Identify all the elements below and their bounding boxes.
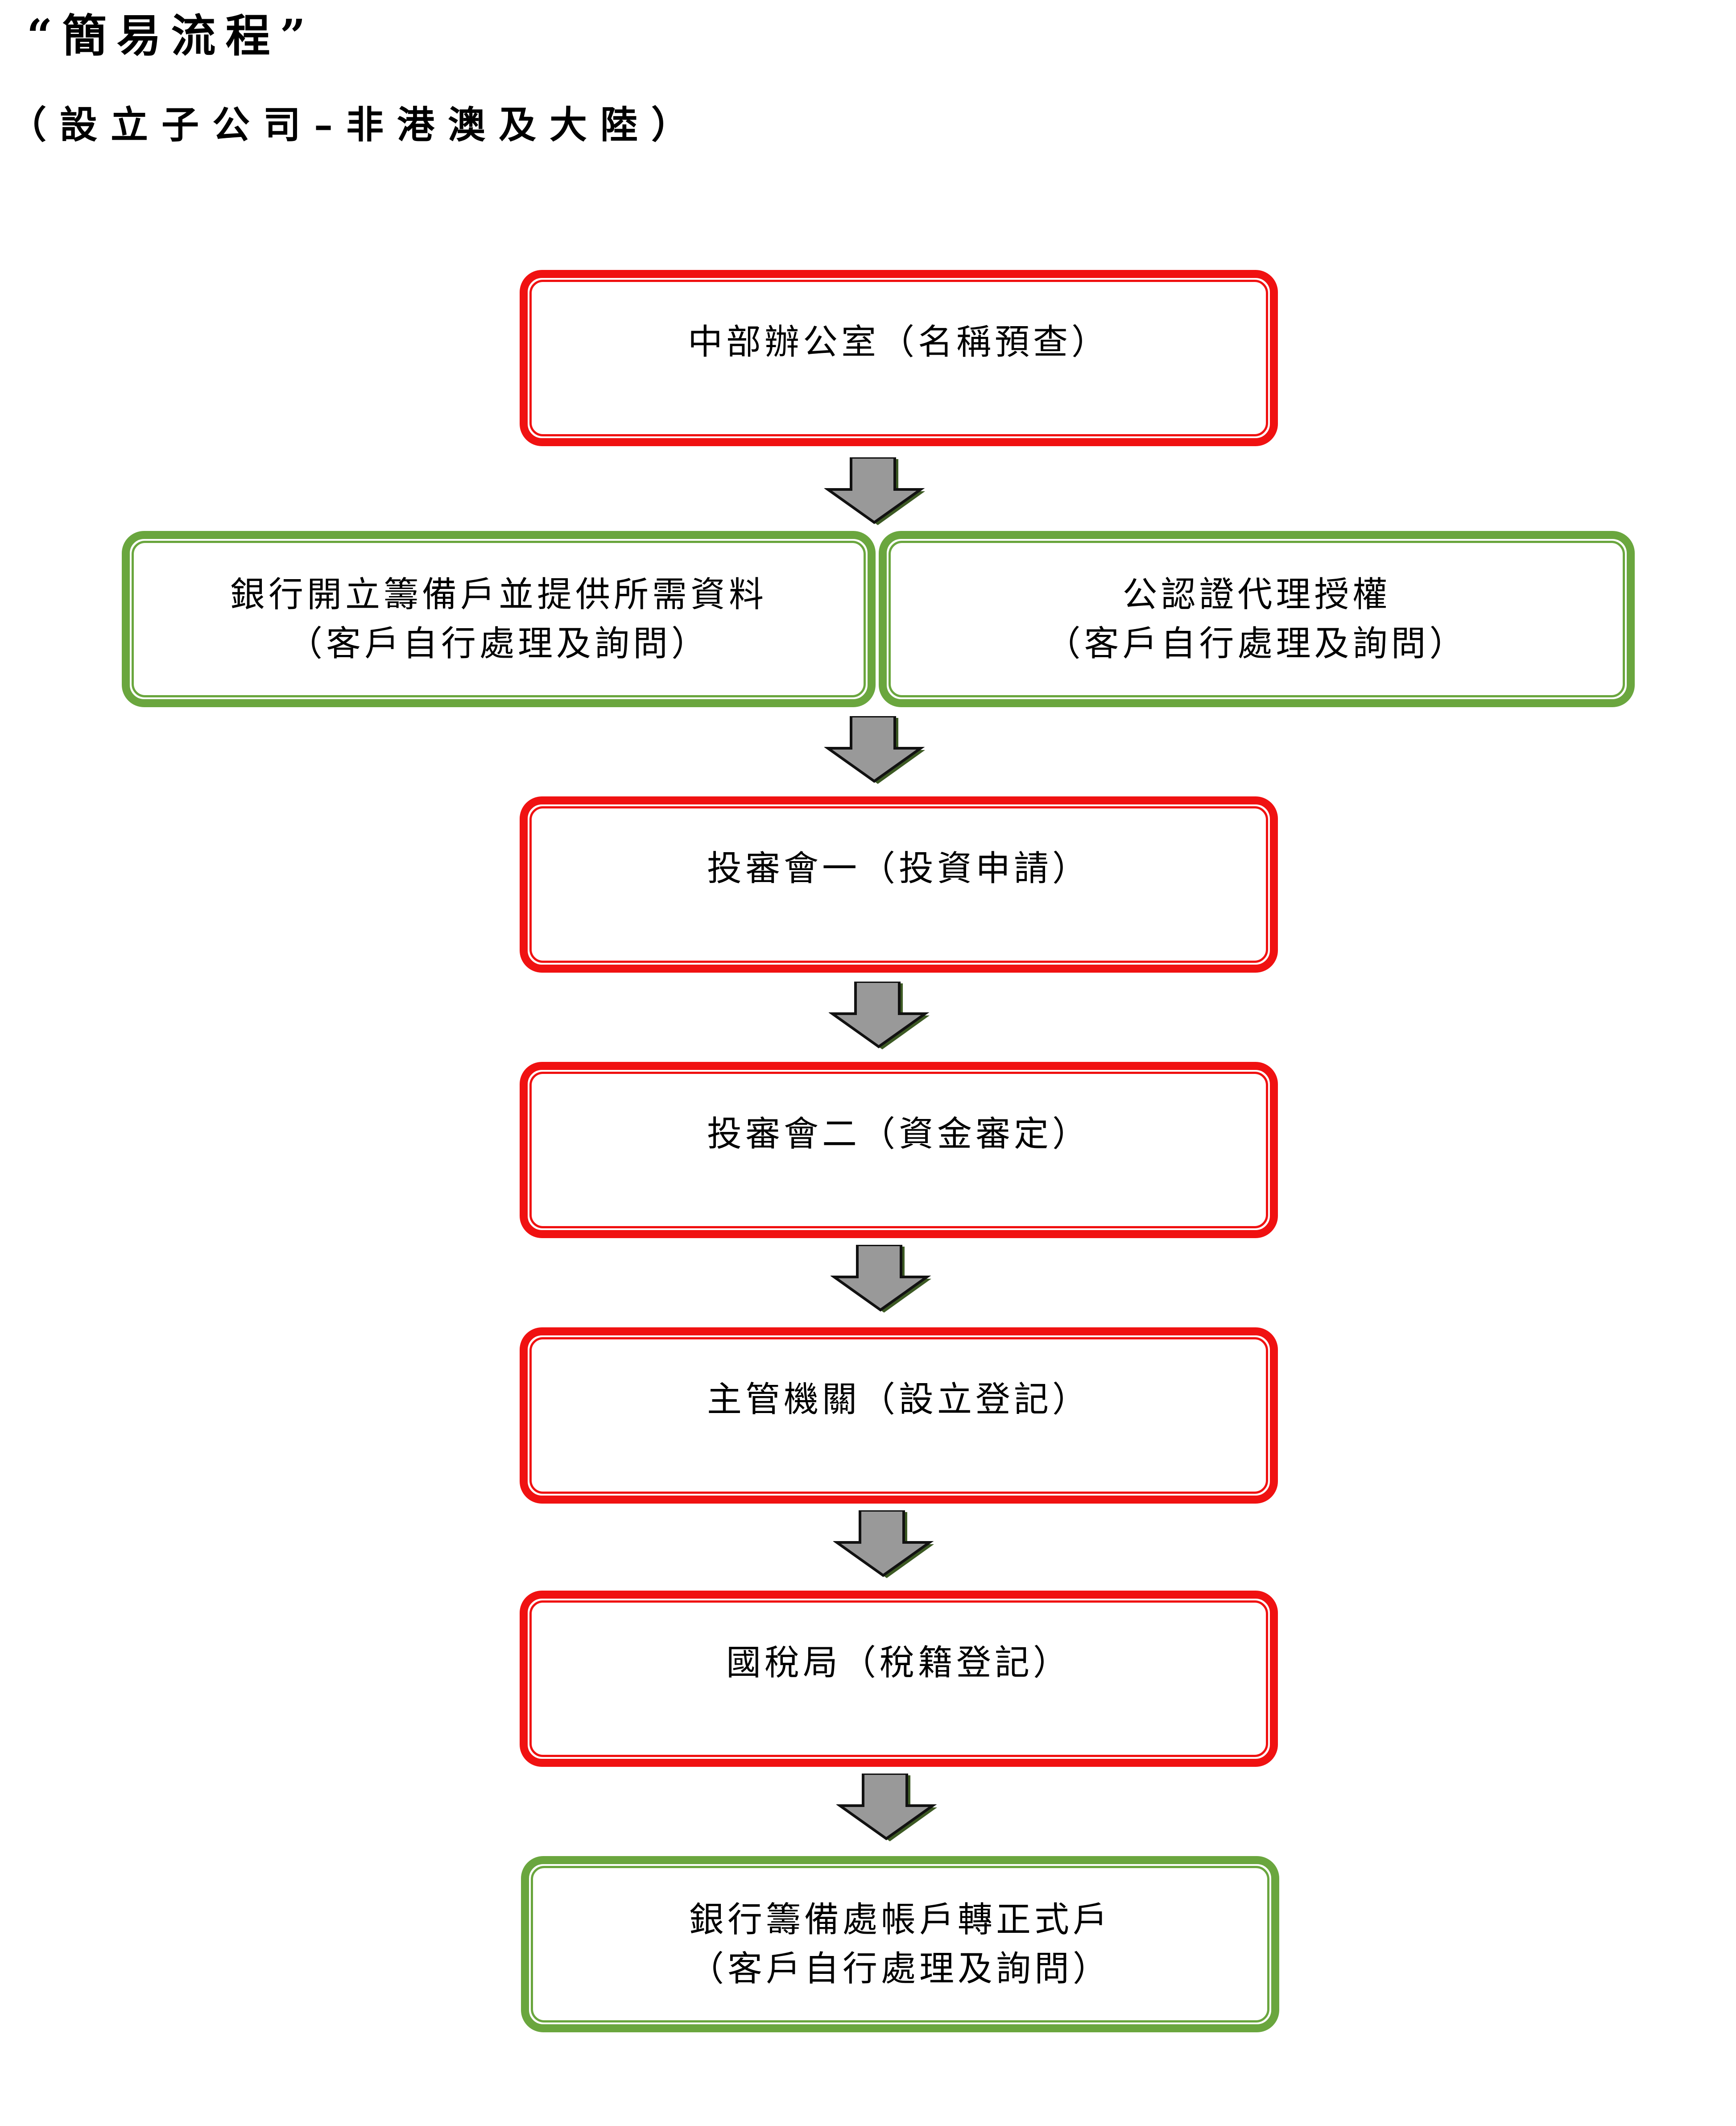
step-tax-bureau-label: 國稅局（稅籍登記） — [726, 1642, 1071, 1683]
flow-arrow-3 — [829, 982, 930, 1049]
step-bank-account: 銀行開立籌備戶並提供所需資料 （客戶自行處理及詢問） — [122, 531, 876, 707]
step-bank-convert-line1: 銀行籌備處帳戶轉正式戶 — [689, 1899, 1111, 1940]
step-bank-account-line2: （客戶自行處理及詢問） — [287, 623, 710, 664]
page-title: “簡易流程” — [27, 9, 316, 62]
step-bank-convert: 銀行籌備處帳戶轉正式戶 （客戶自行處理及詢問） — [521, 1856, 1279, 2032]
flow-arrow-6 — [836, 1774, 937, 1841]
step-investment-commission-1: 投審會一（投資申請） — [520, 796, 1278, 973]
step-investment-commission-1-label: 投審會一（投資申請） — [707, 848, 1091, 889]
step-name-check-label: 中部辦公室（名稱預查） — [687, 322, 1110, 362]
flow-arrow-5 — [833, 1510, 934, 1578]
step-name-check: 中部辦公室（名稱預查） — [520, 270, 1278, 446]
flow-arrow-1 — [824, 457, 925, 525]
step-notary-line1: 公認證代理授權 — [1122, 574, 1391, 615]
step-competent-authority: 主管機關（設立登記） — [520, 1327, 1278, 1504]
step-investment-commission-2-label: 投審會二（資金審定） — [707, 1114, 1091, 1154]
flow-arrow-4 — [831, 1245, 931, 1313]
step-investment-commission-2: 投審會二（資金審定） — [520, 1062, 1278, 1238]
step-bank-convert-line2: （客戶自行處理及詢問） — [689, 1948, 1111, 1989]
step-notary: 公認證代理授權 （客戶自行處理及詢問） — [879, 531, 1635, 707]
step-tax-bureau: 國稅局（稅籍登記） — [520, 1591, 1278, 1767]
step-notary-line2: （客戶自行處理及詢問） — [1046, 623, 1468, 664]
flow-arrow-2 — [824, 716, 925, 784]
step-competent-authority-label: 主管機關（設立登記） — [707, 1379, 1091, 1420]
page-subtitle: （設立子公司–非港澳及大陸） — [9, 103, 703, 147]
step-bank-account-line1: 銀行開立籌備戶並提供所需資料 — [230, 574, 767, 615]
